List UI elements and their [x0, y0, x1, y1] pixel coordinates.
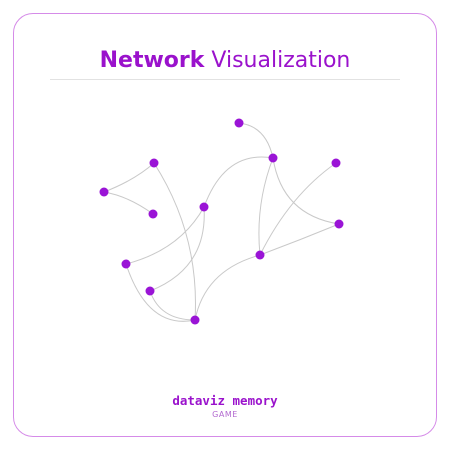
network-edge — [103, 191, 154, 215]
card-frame — [13, 13, 437, 437]
network-edge — [153, 162, 196, 321]
network-node — [145, 286, 155, 296]
network-node — [148, 209, 158, 219]
network-edge — [125, 263, 196, 322]
footer-brand: dataviz memory — [172, 393, 278, 408]
network-node — [99, 187, 109, 197]
footer-subtitle: GAME — [212, 410, 238, 419]
network-edge — [259, 223, 340, 256]
network-edge — [272, 157, 340, 225]
network-edge — [238, 122, 274, 159]
network-edge — [125, 206, 205, 265]
network-node — [234, 118, 244, 128]
network-edge — [149, 206, 205, 292]
title-bold: Network — [99, 48, 205, 73]
network-node — [121, 259, 131, 269]
network-edge — [259, 162, 337, 256]
network-edge — [258, 157, 274, 256]
network-node — [268, 153, 278, 163]
network-node — [334, 219, 344, 229]
network-edge — [103, 162, 155, 193]
network-node — [255, 250, 265, 260]
network-node — [199, 202, 209, 212]
node-layer — [99, 118, 344, 325]
network-edge — [194, 254, 261, 321]
network-edge — [149, 290, 196, 321]
edge-layer — [103, 122, 340, 322]
network-node — [149, 158, 159, 168]
title-light: Visualization — [211, 48, 351, 73]
page-title: Network Visualization — [0, 47, 450, 75]
network-node — [190, 315, 200, 325]
network-node — [331, 158, 341, 168]
network-edge — [203, 156, 274, 208]
title-divider — [50, 79, 400, 80]
